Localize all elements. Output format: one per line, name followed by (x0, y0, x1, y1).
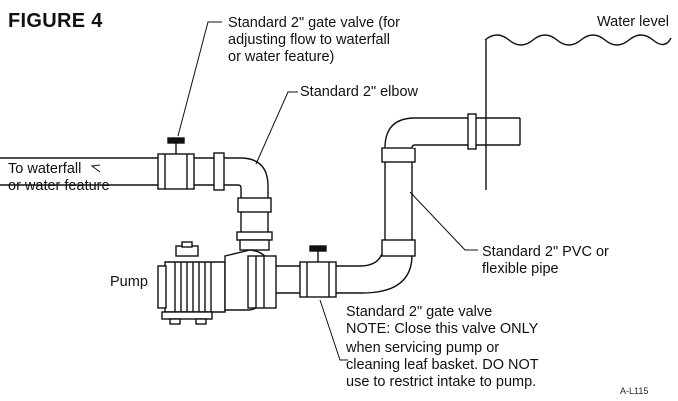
leader-bottom-valve (319, 299, 348, 361)
pump-label: Pump (110, 274, 148, 290)
drawing-code: A-L115 (620, 386, 649, 396)
pvc-pipe-label: Standard 2" PVC or flexible pipe (482, 244, 609, 277)
waterfall-pipe (0, 157, 160, 186)
water-level-label: Water level (597, 14, 669, 30)
top-gate-valve-label: Standard 2" gate valve (for adjusting fl… (228, 15, 400, 65)
elbow-label: Standard 2" elbow (300, 84, 419, 100)
bottom-valve-handle (309, 245, 327, 252)
upper-elbow (384, 117, 470, 149)
figure-title: FIGURE 4 (8, 10, 103, 32)
water-level-line (484, 34, 672, 46)
pump-motor (164, 261, 226, 313)
top-valve-handle (167, 137, 185, 144)
bottom-valve-body (299, 261, 337, 298)
to-waterfall-label: To waterfall or water feature (8, 161, 110, 194)
bottom-gate-valve-label: Standard 2" gate valve NOTE: Close this … (346, 304, 539, 390)
pump-basket (247, 255, 277, 309)
elbow-coupling (213, 152, 225, 191)
leader-top-valve (177, 21, 222, 137)
top-valve-body (157, 153, 195, 190)
pump-union (236, 231, 273, 241)
pvc-pipe (384, 158, 413, 240)
leader-elbow (255, 91, 298, 165)
leader-pvc (409, 191, 478, 251)
elbow (224, 157, 269, 205)
leader-to-waterfall (90, 164, 101, 173)
